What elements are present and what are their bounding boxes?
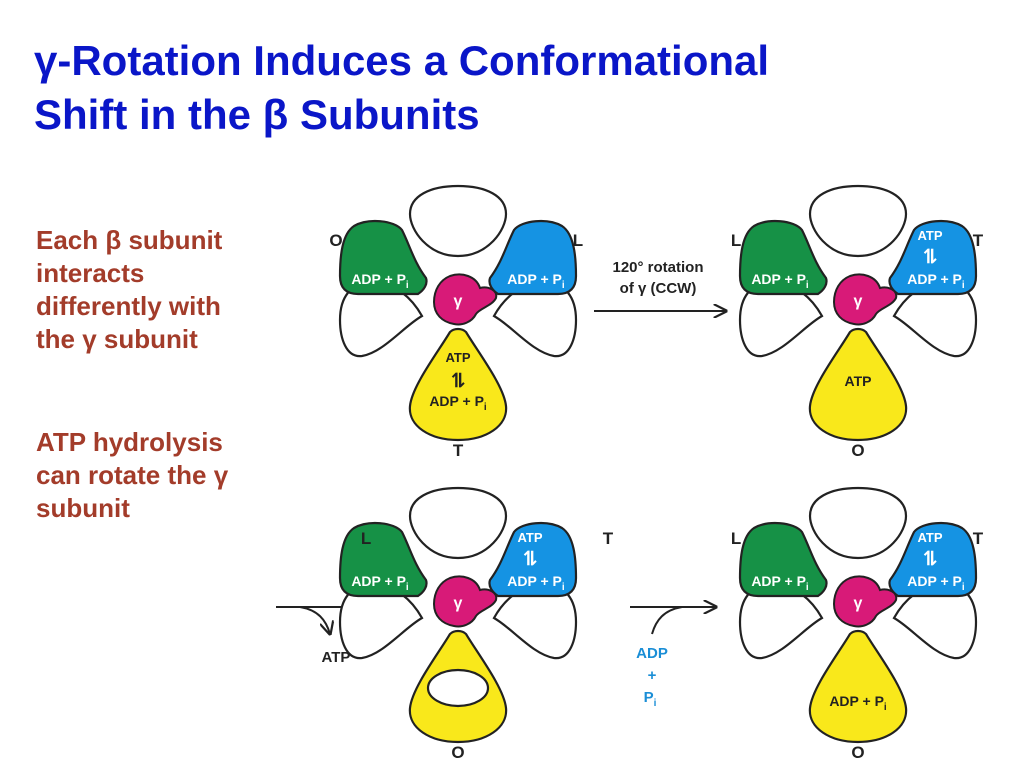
state-label-left: O [329,231,342,250]
text-line: differently with [36,291,221,321]
equilibrium-arrows-icon: ⇌ [919,550,941,567]
state-label-right: L [573,231,583,250]
equilibrium-arrows-icon: ⇌ [519,550,541,567]
text-line: the γ subunit [36,324,198,354]
right-petal-label: ADP + Pi [907,573,965,593]
state-label-bottom: O [851,441,864,460]
panel-2: γ ADP + Pi ATP ⇌ ADP + Pi ATP L T O [731,184,984,460]
gamma-label: γ [854,293,863,310]
release-adp-label: ADP [636,645,668,662]
bottom-petal-label: ATP [845,373,872,389]
text-line: can rotate the γ [36,460,229,490]
state-label-bottom: O [451,743,464,762]
product-release-arrow: ADP + Pi [630,607,716,709]
gamma-label: γ [854,595,863,612]
rotation-arrow: 120° rotation of γ (CCW) [594,259,726,311]
text-line: subunit [36,493,130,523]
bottom-atp-label: ATP [445,350,470,365]
atp-in-label: ATP [322,649,351,666]
gamma-subunit [433,273,498,326]
gamma-subunit [833,273,898,326]
gamma-label: γ [454,595,463,612]
release-plus-label: + [648,667,657,684]
beta-subunit-open-yellow [808,629,908,744]
state-label-left: L [361,529,371,548]
text-line: Each β subunit [36,225,223,255]
gamma-subunit [433,575,498,628]
right-petal-label: ADP + Pi [507,271,565,291]
panel-1: γ ADP + Pi ADP + Pi ATP ⇌ ADP + Pi O L T [329,184,583,460]
equilibrium-arrows-icon: ⇌ [919,248,941,265]
gamma-subunit [833,575,898,628]
text-line: interacts [36,258,145,288]
text-line: ATP hydrolysis [36,427,223,457]
left-petal-label: ADP + Pi [751,271,809,291]
description-paragraph-1: Each β subunit interacts differently wit… [36,224,316,356]
title-line-2: Shift in the β Subunits [34,91,480,138]
right-atp-label: ATP [917,530,942,545]
rotation-label-line-1: 120° rotation [612,259,703,276]
right-atp-label: ATP [917,228,942,243]
state-label-left: L [731,231,741,250]
panel-4: γ ADP + Pi ATP ⇌ ADP + Pi ADP + Pi L T O [731,486,984,762]
release-pi-label: Pi [644,689,657,709]
right-atp-label: ATP [517,530,542,545]
left-petal-label: ADP + Pi [351,573,409,593]
rotation-label-line-2: of γ (CCW) [620,280,697,297]
state-label-bottom: O [851,743,864,762]
state-label-left: L [731,529,741,548]
left-petal-label: ADP + Pi [351,271,409,291]
panel-3: γ ADP + Pi ATP ⇌ ADP + Pi L T O [338,486,614,762]
description-paragraph-2: ATP hydrolysis can rotate the γ subunit [36,426,316,525]
state-label-right: T [973,529,984,548]
state-label-bottom: T [453,441,464,460]
left-petal-label: ADP + Pi [751,573,809,593]
title-line-1: γ-Rotation Induces a Conformational [34,37,770,84]
right-petal-label: ADP + Pi [907,271,965,291]
right-petal-label: ADP + Pi [507,573,565,593]
bottom-petal-label: ADP + Pi [429,393,487,413]
empty-binding-site [426,668,490,708]
equilibrium-arrows-icon: ⇌ [447,372,469,389]
state-label-right: T [603,529,614,548]
state-label-right: T [973,231,984,250]
bottom-petal-label: ADP + Pi [829,693,887,713]
gamma-label: γ [454,293,463,310]
page-title: γ-Rotation Induces a Conformational Shif… [34,34,769,142]
